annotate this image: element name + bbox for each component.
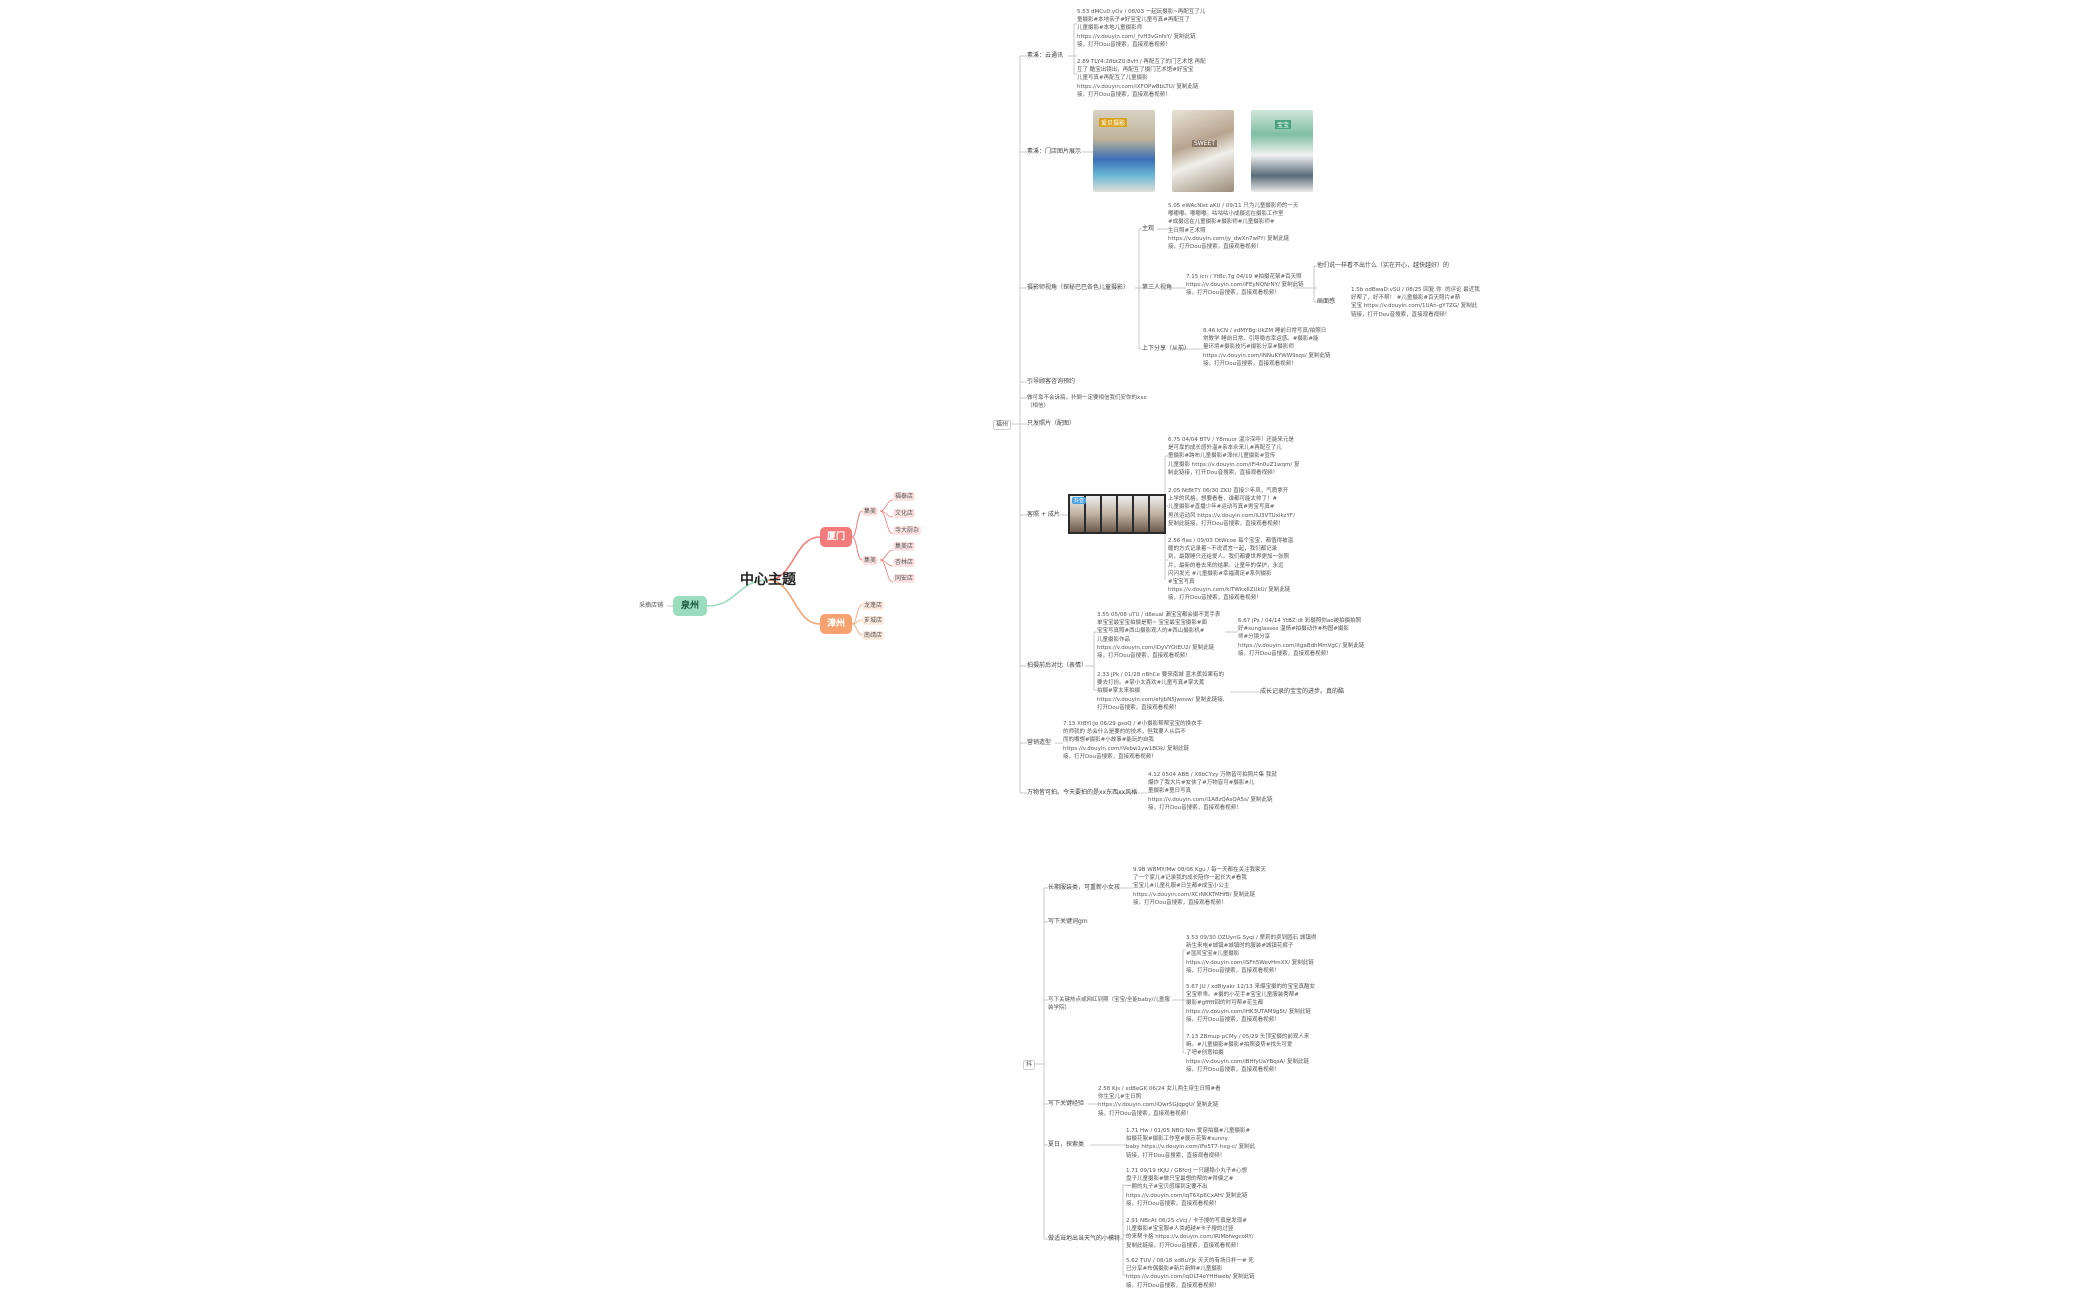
leaf-xiamen-4[interactable]: 集美店: [893, 542, 916, 551]
topic-xiamen[interactable]: 厦门: [820, 527, 852, 547]
connector-4: [851, 510, 863, 538]
note-8: 2.05 NtBtTY 06/30 ZKU 直接少年风，气质拿开 上学的风格。想…: [1168, 488, 1295, 527]
customer-photo-5: [1134, 496, 1148, 532]
customer-photo-3: [1102, 496, 1116, 532]
connector-11: [879, 559, 894, 583]
note-13: 7.13 XtBYI:Jo 06/29 gsoQ / #小摄影帮帮宝宝的换衣手 …: [1063, 721, 1203, 760]
customer-photo-4: [1118, 496, 1132, 532]
connector-2: [767, 536, 821, 581]
customer-photo-2: [1086, 496, 1100, 532]
customer-photo-1: [1070, 496, 1084, 532]
subtopic-jimei-b[interactable]: 集美: [862, 556, 879, 565]
note2-7: 1.71 09/19 tKjU / GBfcrJ 一只腿稳小丸子#心想 盘子儿童…: [1126, 1168, 1248, 1207]
strip-badge: 抖音: [1072, 497, 1087, 504]
node-huiju[interactable]: 做适当地出当天气的小模特: [1048, 1235, 1121, 1242]
connector-6: [879, 499, 894, 512]
center-topic[interactable]: 中心主题: [740, 572, 796, 588]
leaf-xiamen-1[interactable]: 福泰店: [893, 492, 916, 501]
note-11: 6.67 jPs / 04/14 YtBZ:dt 彩摄照你ao被拍摄拍照 好#s…: [1238, 618, 1365, 657]
node-chengzhang[interactable]: 成长记录的宝宝的进步。真的酷: [1260, 688, 1345, 695]
hub-dou[interactable]: 抖: [1023, 1060, 1036, 1070]
customer-photo-6: [1150, 496, 1164, 532]
store-photo-1: 爱贝摄影: [1093, 110, 1155, 192]
note-10: 3.55 05/08 uTU / d8euaI 漏宝宝都会摄不宽手表 单宝宝最宝…: [1097, 612, 1221, 660]
node-yiren[interactable]: 他们说一样看不出什么（实在开心，越快越好）的: [1317, 262, 1450, 269]
leaf-xiamen-3[interactable]: 寺大厨杂: [893, 526, 922, 535]
node-qianhou[interactable]: 拍摄前后对比（表情）: [1027, 662, 1088, 669]
note-14: 4.12 0504 ABB / X8bCYzy 万物皆可拍照片集 我就 爆炸了我…: [1148, 772, 1277, 811]
node-yunxun[interactable]: 素溪：云通讯: [1027, 52, 1064, 59]
note-1: 5.53 dMCu0:yOv / 08/03 一起玩摄影~再配互了儿 童摄影#本…: [1077, 9, 1206, 48]
topic-quanzhou[interactable]: 泉州: [673, 596, 707, 616]
note2-1: 9.9B WBMY/Mw 08/06 Kgu / 每一天都在关注我家天 了一个家…: [1133, 867, 1266, 906]
node-xiahou[interactable]: 夏日，探索类: [1048, 1141, 1085, 1148]
connector-14: [851, 623, 863, 636]
photo-2-sign: SWEET: [1192, 140, 1217, 147]
node-disanren[interactable]: 第三人视角: [1142, 284, 1173, 291]
node-fengxiang[interactable]: 上下分享（从前）: [1142, 345, 1191, 352]
note2-8: 2.91 NBcAt 06/25 cVcj / 卡子搜的写真是发现# 儿童摄影#…: [1126, 1218, 1254, 1249]
connector-9: [879, 549, 894, 561]
node-anli[interactable]: 客照 + 成片: [1027, 511, 1060, 518]
leaf-zhangzhou-3[interactable]: 南靖店: [862, 631, 885, 640]
node-wanwu[interactable]: 万物皆可拍。今天要拍的是xx东西xx风格: [1027, 789, 1138, 796]
note-12: 2.33 jPk / 01/28 nBhCe 要来南城 蓝木蕉如果有的 要去打扮…: [1097, 672, 1225, 711]
hub-fuzhou[interactable]: 福州: [993, 420, 1012, 430]
note2-3: 5.67 JU / xdBiyakr 12/13 来爆宝摄的的宝宝真酷女 宝宝乖…: [1186, 984, 1315, 1023]
leaf-xiamen-5[interactable]: 杏林店: [893, 558, 916, 567]
note-9: 2.56 flas / 09/03 OtWcoe 每个宝宝，都值得被温 暖的方式…: [1168, 538, 1294, 602]
node-mendian[interactable]: 素溪：门店图片展示: [1027, 148, 1082, 155]
note2-9: 5.62 TUV / 08/18 xdBuYJk 天天的有场日杯一# 死 已分享…: [1126, 1258, 1255, 1289]
connector-0: [706, 579, 769, 607]
node-sheying[interactable]: 摄影师视角（探秘巴巴各色儿童摄影）: [1027, 284, 1130, 291]
node-wenan[interactable]: 做可靠不会诉搞，扑倒一定要相信我们安你的xxx（相信）: [1027, 395, 1147, 410]
note2-5: 2.58 Kjs / xdBeGK 06/24 女儿两生穿生日照#看 你生宝儿#…: [1098, 1086, 1221, 1117]
leaf-xiamen-2[interactable]: 文化店: [893, 509, 916, 518]
node-yingxiao[interactable]: 营销造型: [1027, 739, 1052, 746]
node-yuyue[interactable]: 引导顾客咨询预约: [1027, 378, 1076, 385]
node-xiangji[interactable]: 只发照片（配图）: [1027, 420, 1076, 427]
connector-5: [851, 536, 863, 561]
store-photo-3: 宝宝: [1251, 110, 1313, 192]
subtopic-jimei-a[interactable]: 集美: [862, 507, 879, 516]
node-huapian[interactable]: 画面感: [1317, 298, 1336, 305]
topic-zhangzhou[interactable]: 漳州: [820, 614, 852, 634]
leaf-xiamen-6[interactable]: 同安店: [893, 574, 916, 583]
node-changzhang[interactable]: 长期服装类，可重新小女孩: [1048, 884, 1121, 891]
node-xiazai[interactable]: 写下关键词gm: [1048, 918, 1088, 925]
connector-12: [851, 604, 863, 625]
leaf-zhangzhou-2[interactable]: 芗城店: [862, 616, 885, 625]
connector-3: [767, 579, 821, 625]
note2-6: 1.71 Hw / 01/05 NBQ:Nm 爱穿拍摄#儿童摄影# 拍摄花絮#摄…: [1126, 1128, 1256, 1159]
note2-2: 3.53 09/30 OZUynG Syqi / 摩莉的卖到圆石 城镇得 新生来…: [1186, 935, 1317, 974]
node-xiaguan[interactable]: 写下关键经验: [1048, 1100, 1085, 1107]
node-wangluo[interactable]: 写下关键热点或网红到期（宝宝/全能baby/儿童服装学院）: [1048, 997, 1170, 1012]
photo-1-sign: 爱贝摄影: [1099, 118, 1128, 127]
node-zhuguan[interactable]: 主观: [1142, 225, 1155, 232]
store-photo-2: SWEET: [1172, 110, 1234, 192]
note-2: 2.89 TLY4:28btZ0:8vH / 再配互了的门艺术馆 再配 互了 酷…: [1077, 59, 1206, 98]
note-6: 8.46 kCN / xdMYBg:UkZM 睡前日常写真/拍照日 常教学 睡前…: [1203, 328, 1331, 367]
topic-caizhai[interactable]: 采摘店铺: [639, 602, 664, 609]
note-3: 5.05 eWAcNlst aKU / 09/11 只为儿童摄影师的一天 嘟嘟嘟…: [1168, 203, 1299, 251]
note-5: 1.5b odBwaD:vSU / 08/25 回复 你 的评论 最近我 好帮了…: [1351, 287, 1480, 318]
photo-3-sign: 宝宝: [1275, 120, 1292, 129]
note2-4: 7.13 ZBmup pCMy / 05/29 头顶宝摄的前观人来 嘛。#儿童摄…: [1186, 1034, 1310, 1073]
note-4: 7.15 icn / YtBc:7g 04/19 #拍摄花絮#百天照 https…: [1186, 274, 1304, 297]
note-7: 6.75 04/04 BTV / Y8muor 温冷深呼！还能来元是 是可靠的成…: [1168, 437, 1300, 476]
leaf-zhangzhou-1[interactable]: 龙蓬店: [862, 601, 885, 610]
connector-8: [879, 510, 894, 535]
